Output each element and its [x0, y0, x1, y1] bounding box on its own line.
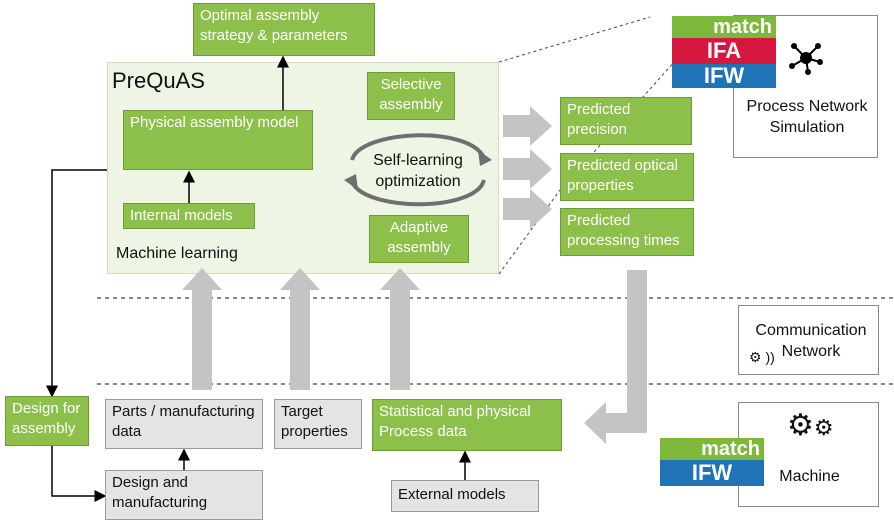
- arrow-design-to-manufacturing: [51, 446, 107, 502]
- arrow-parts-up: [182, 268, 222, 390]
- physical-assembly-model-label: Physical assembly model: [130, 114, 299, 131]
- predicted-optical-box: Predicted optical properties: [560, 153, 694, 201]
- target-properties-box: Target properties: [274, 399, 362, 449]
- arrow-target-up: [280, 268, 320, 390]
- cycle-arrow-bottom: [350, 179, 486, 207]
- self-learning-label: Self-learning optimization: [373, 152, 463, 190]
- stat-phys-data-box: Statistical and physical Process data: [372, 399, 562, 451]
- machine-label: Machine: [779, 468, 840, 485]
- internal-models-box: Internal models: [123, 203, 255, 229]
- zoom-line-bottom-left: [498, 189, 561, 275]
- logo-ifw-row: IFW: [672, 64, 776, 88]
- match-ifa-ifw-logo: match IFA IFW: [672, 16, 776, 90]
- arrow-to-precision: [503, 106, 552, 146]
- arrow-to-times: [503, 189, 552, 229]
- cycle-arrow-top: [350, 133, 486, 161]
- prequas-title: PreQuAS: [112, 68, 205, 93]
- network-icon: [789, 43, 823, 75]
- wireless-gear-icon: ⚙ )): [749, 349, 775, 365]
- selective-assembly-box: Selective assembly: [367, 72, 455, 120]
- optimal-strategy-box: Optimal assembly strategy & parameters: [193, 3, 375, 56]
- communication-network-label: Communication Network: [755, 322, 867, 360]
- external-models-box: External models: [391, 480, 539, 512]
- physical-assembly-model-box: Physical assembly model: [123, 110, 313, 170]
- cycle-arrowhead-bottom: [344, 174, 358, 190]
- adaptive-assembly-box: Adaptive assembly: [369, 215, 469, 263]
- communication-network-box: Communication Network ⚙ )): [738, 305, 879, 375]
- gears-icon: ⚙⚙: [787, 409, 834, 442]
- arrow-process-up: [380, 268, 420, 390]
- zoom-line-top-left: [498, 16, 651, 63]
- match-ifw-logo: match IFW: [660, 438, 764, 486]
- machine-learning-label: Machine learning: [116, 245, 238, 262]
- predicted-times-box: Predicted processing times: [560, 208, 694, 256]
- logo-bottom-ifw-row: IFW: [660, 460, 764, 486]
- logo-bottom-match-row: match: [660, 438, 764, 460]
- cycle-arrowhead-top: [478, 150, 492, 166]
- logo-match-row: match: [672, 16, 776, 38]
- internal-models-label: Internal models: [130, 207, 233, 224]
- logo-ifa-row: IFA: [672, 38, 776, 64]
- parts-manufacturing-box: Parts / manufacturing data: [105, 399, 263, 449]
- arrow-to-optical: [503, 149, 552, 189]
- design-for-assembly-box: Design for assembly: [5, 396, 89, 446]
- design-manufacturing-box: Design and manufacturing: [105, 470, 263, 520]
- predicted-precision-box: Predicted precision: [560, 97, 692, 145]
- arrow-feedback: [584, 270, 647, 444]
- arrow-panel-to-design: [46, 169, 107, 398]
- process-network-label: Process Network Simulation: [746, 98, 868, 136]
